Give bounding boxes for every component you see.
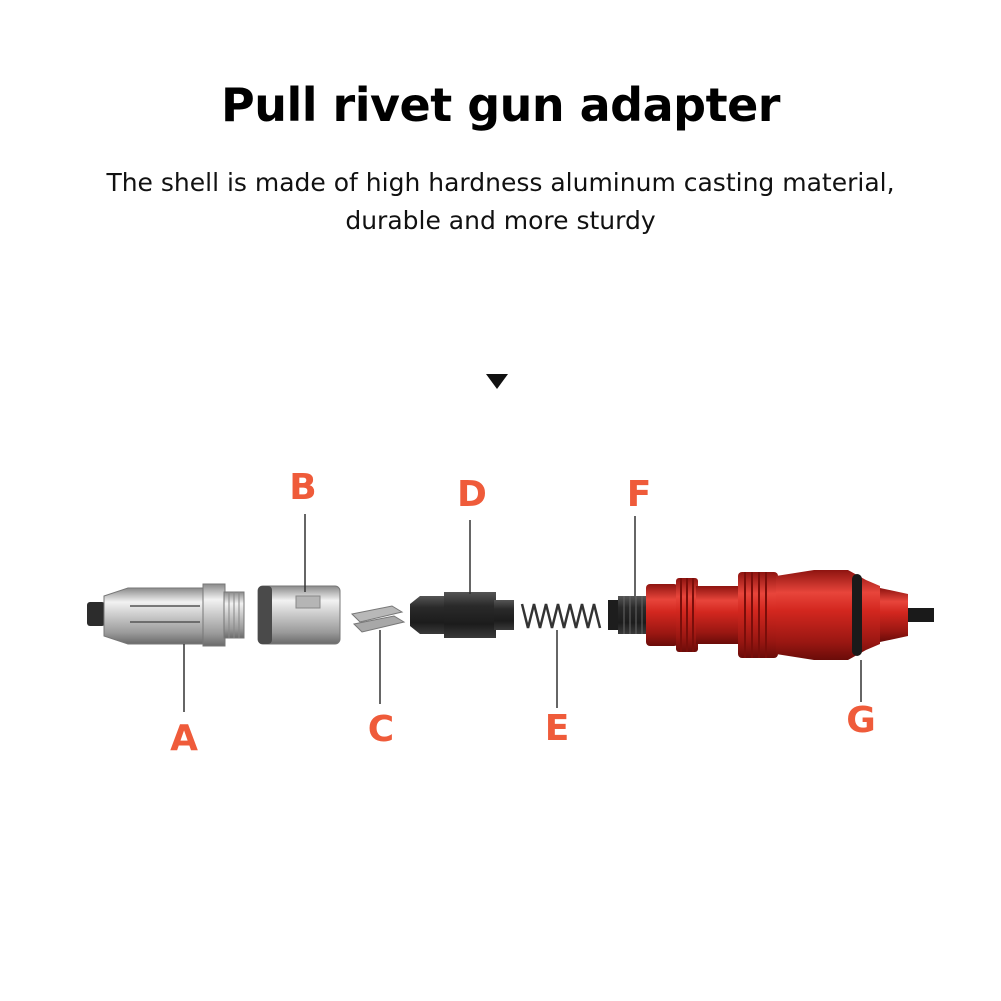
label-c: C (368, 709, 394, 750)
part-f-threaded-stud (608, 596, 648, 634)
part-g-red-body (646, 570, 934, 660)
part-e-spring (520, 603, 602, 629)
leader-lines (183, 514, 862, 712)
down-triangle-icon (486, 374, 508, 389)
page-subtitle: The shell is made of high hardness alumi… (0, 164, 1001, 240)
part-c-jaws (350, 605, 406, 633)
label-b: B (289, 467, 316, 508)
label-e: E (545, 708, 570, 749)
part-d-sleeve (410, 592, 514, 638)
subtitle-line-1: The shell is made of high hardness alumi… (106, 168, 895, 197)
label-a: A (170, 718, 198, 759)
part-b-collar (257, 585, 341, 645)
label-d: D (457, 474, 487, 515)
subtitle-line-2: durable and more sturdy (345, 206, 656, 235)
label-g: G (846, 700, 876, 741)
page-title: Pull rivet gun adapter (221, 78, 780, 132)
label-f: F (627, 474, 652, 515)
part-a-nose-piece (87, 583, 245, 647)
